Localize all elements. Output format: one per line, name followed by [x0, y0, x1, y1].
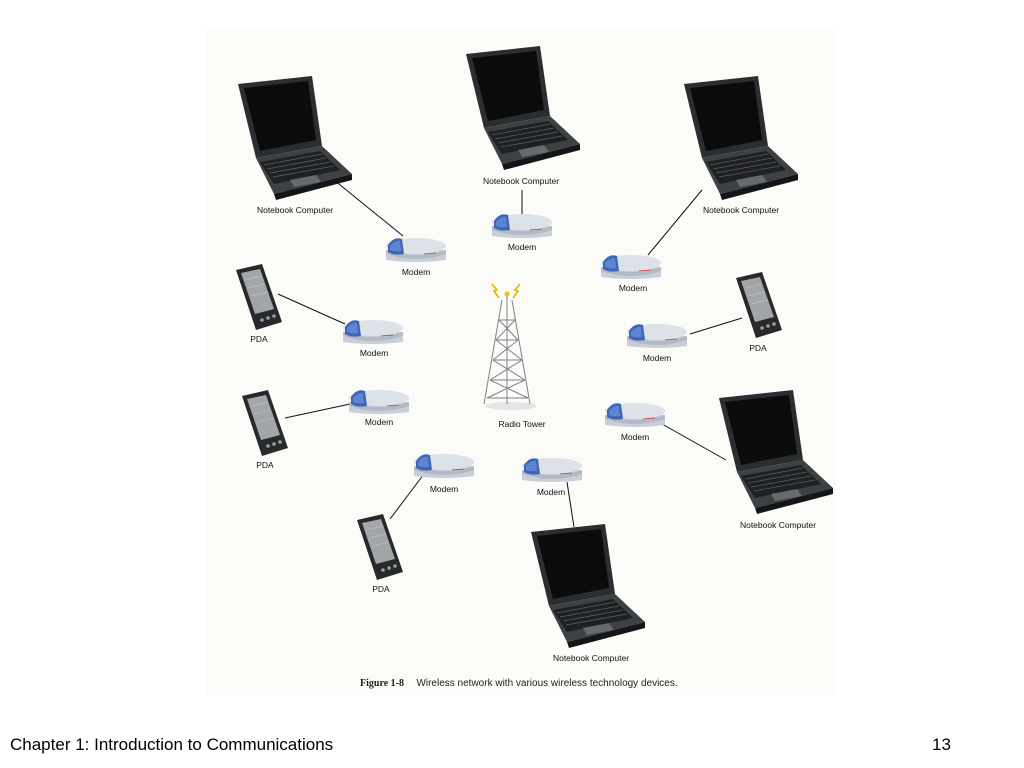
modem-label: Modem: [619, 283, 647, 293]
link-line-notebook-bottom: [566, 481, 575, 528]
radio-tower-label: Radio Tower: [498, 419, 545, 429]
link-lines: [277, 179, 743, 528]
link-line-pda-left-upper: [277, 293, 346, 325]
pda-label: PDA: [250, 334, 268, 344]
notebook-computer-label: Notebook Computer: [483, 176, 559, 186]
pda-label: PDA: [256, 460, 274, 470]
modem-icon: [342, 319, 404, 345]
modem-label: Modem: [508, 242, 536, 252]
pda-label: PDA: [749, 343, 767, 353]
footer-page-number: 13: [932, 735, 951, 754]
modem-icon: [348, 389, 410, 415]
notebook-computer-label: Notebook Computer: [553, 653, 629, 663]
modem-label: Modem: [365, 417, 393, 427]
notebook-computer-label: Notebook Computer: [703, 205, 779, 215]
modem-label: Modem: [360, 348, 388, 358]
radio-tower-icon: [483, 283, 537, 410]
link-line-topleft: [333, 179, 404, 237]
notebook-computer-label: Notebook Computer: [740, 520, 816, 530]
link-line-pda-left-middle: [284, 403, 351, 419]
link-line-topright: [647, 189, 703, 256]
link-line-notebook-right: [661, 423, 727, 461]
figure-caption: Figure 1-8 Wireless network with various…: [360, 673, 678, 690]
modem-label: Modem: [621, 432, 649, 442]
footer-chapter-title: Chapter 1: Introduction to Communication…: [10, 735, 334, 754]
pda-label: PDA: [372, 584, 390, 594]
link-line-pda-right: [689, 317, 743, 335]
modem-label: Modem: [537, 487, 565, 497]
modem-label: Modem: [643, 353, 671, 363]
modem-icon: [413, 453, 475, 479]
modem-icon: [600, 254, 662, 280]
modem-icon: [385, 237, 447, 263]
modem-label: Modem: [430, 484, 458, 494]
modem-icon: [626, 323, 688, 349]
modem-icon: [491, 213, 553, 239]
figure-caption-text: Wireless network with various wireless t…: [416, 678, 677, 689]
modem-icon: [521, 457, 583, 483]
modem-label: Modem: [402, 267, 430, 277]
figure-caption-number: Figure 1-8: [360, 678, 404, 689]
link-line-pda-lower: [389, 473, 425, 520]
modem-icon: [604, 402, 666, 428]
notebook-computer-label: Notebook Computer: [257, 205, 333, 215]
